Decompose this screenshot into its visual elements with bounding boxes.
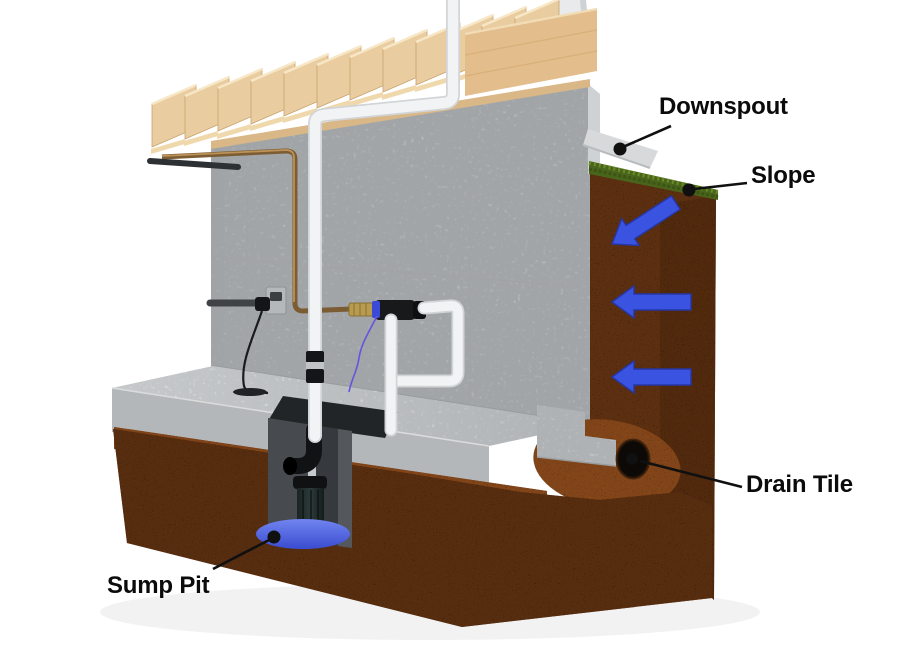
label-slope: Slope: [751, 162, 816, 189]
label-leaders: [212, 124, 748, 571]
pit-opening: [268, 396, 398, 438]
elbow-opening: [283, 457, 297, 475]
plug: [255, 297, 270, 311]
discharge-pipe: [308, 0, 465, 443]
pit-right-wall: [338, 429, 352, 548]
power-outlet: [206, 286, 287, 315]
footing: [536, 405, 617, 467]
leader-sump-pit: [212, 530, 281, 571]
label-drain-tile: Drain Tile: [746, 471, 853, 498]
label-sump-pit: Sump Pit: [107, 572, 210, 599]
water-pressure-arrows: [610, 194, 692, 395]
label-downspout: Downspout: [659, 93, 788, 120]
backup-pump-collar: [372, 301, 380, 318]
pump-drop-pipe: [308, 462, 316, 488]
pump-cap: [293, 476, 327, 489]
pump-discharge-elbow: [286, 422, 322, 474]
leader-slope: [682, 181, 748, 197]
float-wire: [348, 315, 378, 393]
outlet-socket: [270, 292, 282, 301]
support-rod: [147, 158, 241, 170]
foundation-wall: [211, 84, 600, 425]
backup-pump-body: [374, 300, 416, 320]
downspout-extension-shade: [582, 144, 651, 169]
joist-top-highlights: [151, 0, 560, 106]
leader-drain-tile: [626, 453, 743, 489]
sump-water: [256, 519, 350, 549]
wall-end-face: [588, 84, 600, 174]
copper-supply-pipe: [161, 148, 352, 314]
rim-joist: [464, 7, 598, 96]
soil-mass: [113, 429, 712, 627]
pressure-arrow-middle: [610, 284, 692, 320]
check-valve: [306, 351, 324, 383]
pressure-arrow-top: [611, 194, 682, 247]
pressure-arrow-bottom: [610, 359, 692, 395]
leader-downspout: [613, 124, 672, 156]
cord-slot: [233, 388, 267, 396]
brass-fitting: [348, 302, 377, 317]
